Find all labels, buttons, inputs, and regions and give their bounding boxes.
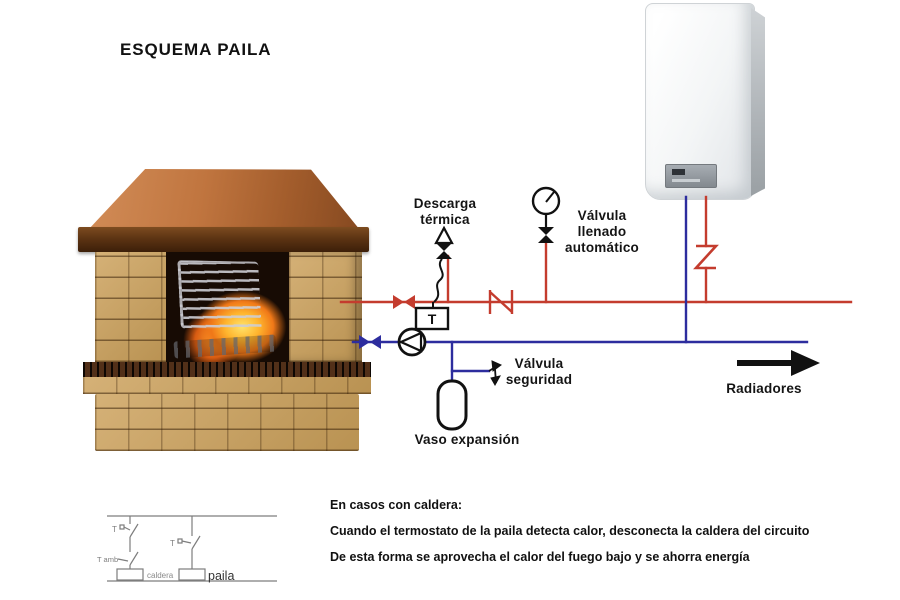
relay-circuit <box>107 515 277 582</box>
fireplace-left-pillar <box>95 252 166 362</box>
fireplace-base <box>95 394 359 451</box>
thermostat-letter: T <box>428 311 437 327</box>
safety-valve-icon <box>488 360 502 387</box>
boiler-control-panel <box>665 164 717 188</box>
notes-heading: En casos con caldera: <box>330 498 463 512</box>
capillary-line <box>433 258 444 303</box>
fireplace-firebox <box>166 252 289 362</box>
auto-fill-valve-icon <box>538 227 554 243</box>
relay-coil-paila-label: paila <box>208 569 234 583</box>
pressure-gauge-icon <box>531 186 561 227</box>
z-connector-icon <box>693 244 719 270</box>
fireplace-hearth-grill <box>83 362 371 377</box>
boiler-label-strip <box>672 179 700 182</box>
expansion-vessel-icon <box>436 379 468 431</box>
boiler-side-panel <box>751 8 765 196</box>
fireplace-mantel-beam <box>78 227 369 252</box>
flow-arrow-icon <box>737 350 820 376</box>
boiler-image <box>645 3 767 205</box>
notes-line-3: De esta forma se aprovecha el calor del … <box>330 550 750 564</box>
hot-pipe-lines <box>339 195 853 304</box>
notes-line-2: Cuando el termostato de la paila detecta… <box>330 524 810 538</box>
notes-block: En casos con caldera: Cuando el termosta… <box>330 492 809 570</box>
fireplace-image <box>78 148 376 454</box>
vaso-expansion-label: Vaso expansión <box>414 432 520 447</box>
descarga-termica-label: Descarga térmica <box>413 196 477 227</box>
relay-switch-t2-label: T <box>170 539 175 548</box>
page-title: ESQUEMA PAILA <box>120 40 272 59</box>
pump-icon <box>397 327 427 357</box>
hot-shutoff-valve-icon <box>393 295 415 309</box>
radiadores-label: Radiadores <box>726 381 802 396</box>
boiler-display <box>672 169 685 175</box>
relay-switch-t-label: T <box>112 525 117 534</box>
cold-pipe-lines <box>351 195 809 384</box>
thermal-discharge-valve-icon <box>434 225 454 259</box>
fireplace-right-pillar <box>289 252 362 362</box>
thermostat-box <box>414 306 450 331</box>
check-valve-icon <box>488 290 514 314</box>
relay-coil-caldera-label: caldera <box>147 571 174 580</box>
relay-switch-tamb-label: T amb <box>97 555 118 564</box>
cold-shutoff-valve-icon <box>359 335 381 349</box>
valvula-seguridad-label: Válvula seguridad <box>505 356 573 387</box>
fireplace-hearth <box>83 377 371 394</box>
valvula-llenado-label: Válvula llenado automático <box>564 208 640 255</box>
